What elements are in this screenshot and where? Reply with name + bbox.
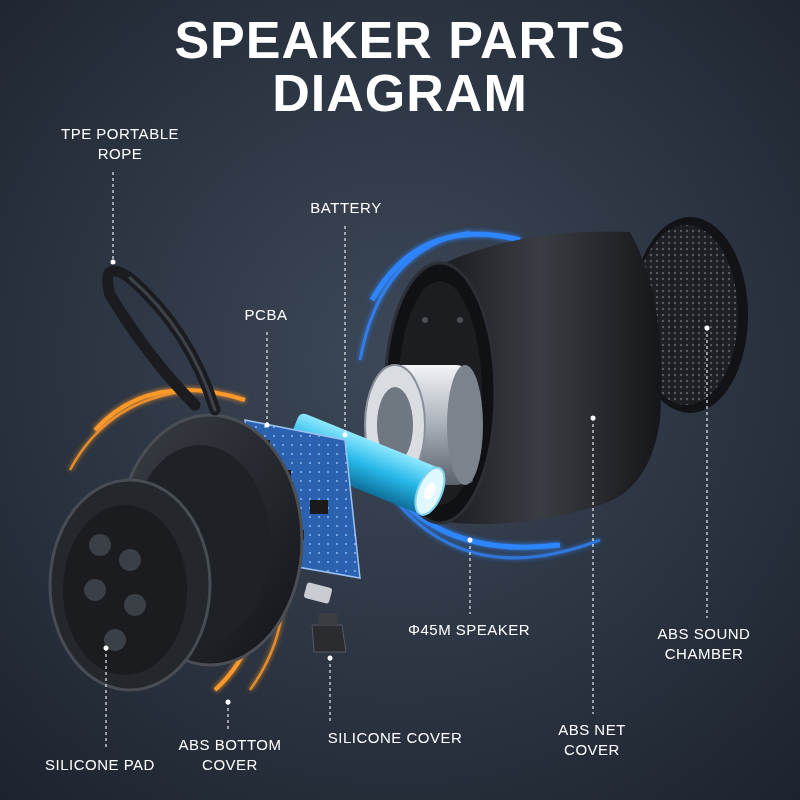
speaker-body [457,317,463,323]
speaker-body [385,232,661,524]
part-label: TPE PORTABLE ROPE [45,124,195,165]
speaker-body [422,317,428,323]
leader-lines [344,226,345,435]
part-label: BATTERY [286,198,406,218]
leader-lines [469,540,470,614]
leader-lines [592,418,593,714]
leader-dots [468,538,473,543]
part-label: PCBA [216,305,316,325]
leader-dots [265,423,270,428]
silicone-cover [318,613,338,625]
pcba-board [310,500,328,514]
silicone-cover [303,582,332,604]
silicone-pad [119,549,141,571]
part-label: SILICONE COVER [310,728,480,748]
silicone-pad [84,579,106,601]
part-label: ABS BOTTOM COVER [160,735,300,776]
part-label: ABS SOUND CHAMBER [629,624,779,665]
silicone-pad [50,480,210,690]
speaker-driver [447,365,483,485]
silicone-pad [104,629,126,651]
silicone-pad [89,534,111,556]
leader-lines [227,702,228,730]
silicone-pad [50,480,210,690]
tpe-rope [108,271,216,410]
silicone-cover [312,625,346,652]
leader-lines [706,328,707,618]
tpe-rope [130,278,215,410]
diagram-title: SPEAKER PARTS DIAGRAM [100,14,700,120]
tpe-rope [108,271,216,410]
battery [422,481,438,501]
leader-dots [591,416,596,421]
part-label: SILICONE PAD [25,755,175,775]
leader-dots [328,656,333,661]
leader-lines [106,172,707,750]
leader-dots [104,260,710,705]
leader-dots [111,260,116,265]
leader-lines [105,648,106,750]
battery [409,464,450,519]
leader-dots [104,646,109,651]
silicone-pad [124,594,146,616]
part-label: Φ45M SPEAKER [408,620,568,640]
leader-lines [329,658,330,722]
leader-dots [226,700,231,705]
silicone-cover [303,582,346,652]
leader-lines [112,172,113,262]
part-label: ABS NET COVER [537,720,647,761]
silicone-pad [63,505,187,675]
leader-lines [266,332,267,425]
leader-dots [343,433,348,438]
leader-dots [705,326,710,331]
